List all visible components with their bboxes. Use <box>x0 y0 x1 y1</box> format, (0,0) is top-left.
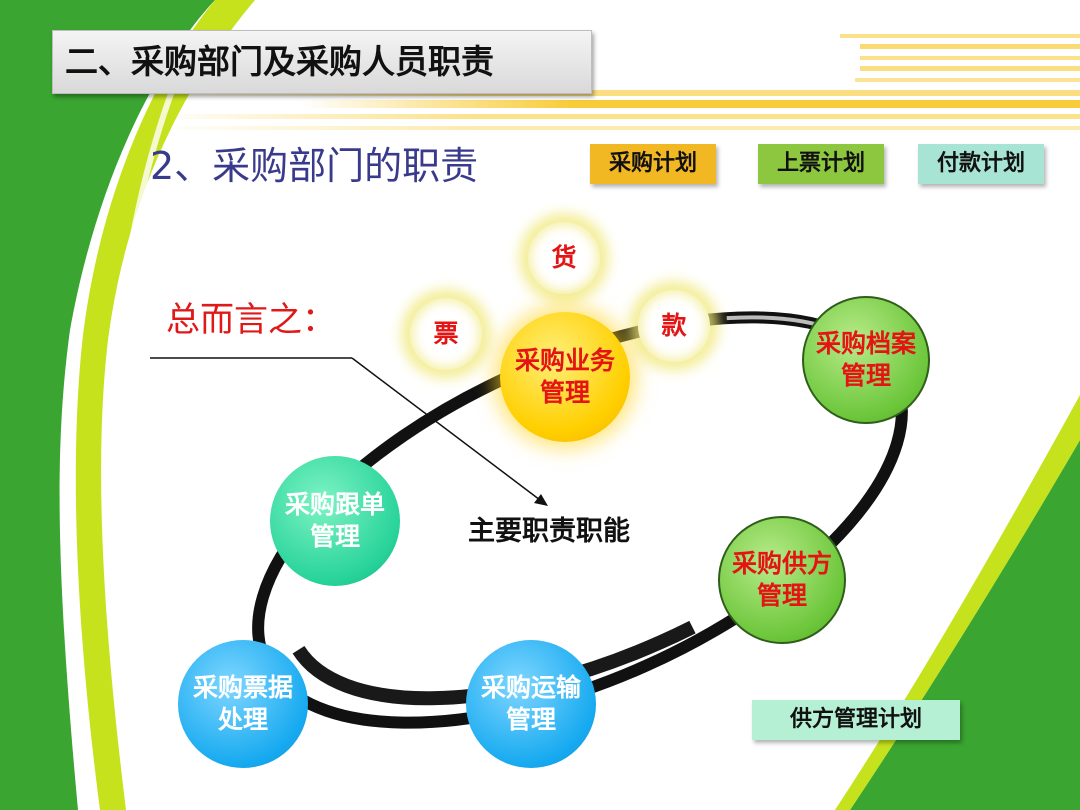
payment-plan-tag: 付款计划 <box>918 144 1044 184</box>
node-receipts-line1: 采购票据 <box>192 673 293 702</box>
summary-label: 总而言之： <box>166 300 336 340</box>
node-supplier-line1: 采购供方 <box>731 549 832 578</box>
node-archive-line2: 管理 <box>840 361 891 390</box>
core-node-line1: 采购业务 <box>514 346 615 375</box>
satellite-payment: 款 <box>638 290 710 362</box>
core-node-business: 采购业务 管理 <box>500 312 630 442</box>
node-archive-line1: 采购档案 <box>815 329 916 358</box>
node-transport: 采购运输 管理 <box>466 640 596 768</box>
node-followup-line2: 管理 <box>309 522 360 551</box>
invoice-plan-tag: 上票计划 <box>758 144 884 184</box>
node-supplier: 采购供方 管理 <box>718 516 846 644</box>
purchase-plan-tag: 采购计划 <box>590 144 716 184</box>
satellite-invoice-label: 票 <box>433 319 459 348</box>
satellite-goods: 货 <box>528 222 600 294</box>
node-receipts: 采购票据 处理 <box>178 640 308 768</box>
node-followup: 采购跟单 管理 <box>270 456 400 586</box>
node-receipts-line2: 处理 <box>217 705 268 734</box>
node-followup-line1: 采购跟单 <box>284 490 385 519</box>
supplier-plan-tag: 供方管理计划 <box>752 700 960 740</box>
slide-title: 二、采购部门及采购人员职责 <box>52 30 592 94</box>
satellite-goods-label: 货 <box>551 243 577 272</box>
node-transport-line1: 采购运输 <box>480 673 581 702</box>
satellite-invoice: 票 <box>410 298 482 370</box>
node-transport-line2: 管理 <box>505 705 556 734</box>
core-node-line2: 管理 <box>539 378 590 407</box>
node-supplier-line2: 管理 <box>756 581 807 610</box>
section-subtitle: 2、采购部门的职责 <box>150 144 479 188</box>
satellite-payment-label: 款 <box>661 311 687 340</box>
center-label: 主要职责职能 <box>468 516 630 547</box>
node-archive: 采购档案 管理 <box>802 296 930 424</box>
